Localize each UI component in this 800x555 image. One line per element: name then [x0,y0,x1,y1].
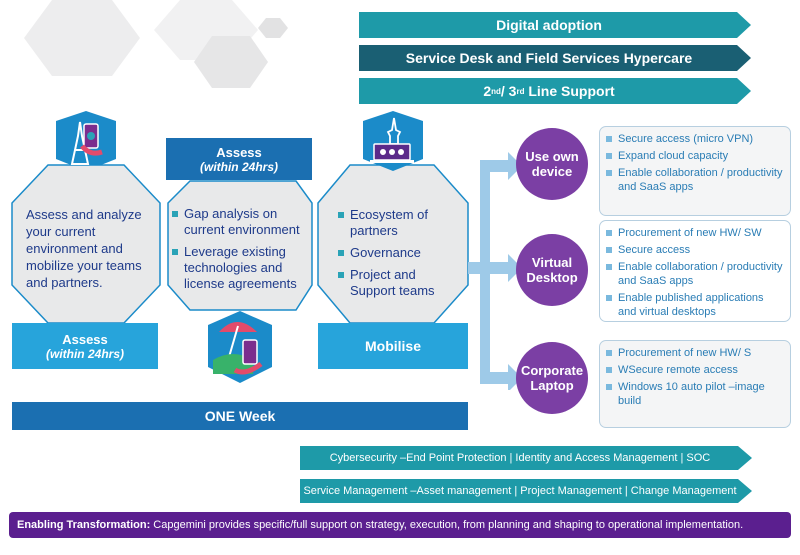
phase3-list: Ecosystem of partners Governance Project… [338,207,464,299]
info-item: Expand cloud capacity [606,149,784,163]
info-item: Enable collaboration / productivity and … [606,166,784,194]
phase1-text: Assess and analyze your current environm… [26,207,142,290]
option-use-own-device: Use own device [516,128,588,200]
beach-phone-icon [213,322,263,375]
one-week-bar: ONE Week [12,402,468,430]
footer-bar: Enabling Transformation: Capgemini provi… [9,512,791,538]
phase3-label: Mobilise [318,323,468,369]
liberty-laptop-icon [370,117,414,163]
branch-arrows [468,152,522,390]
footer-bold: Enabling Transformation: [17,519,151,531]
info-item: Enable collaboration / productivity and … [606,260,784,288]
info-item: Enable published applications and virtua… [606,291,784,319]
background-hexagons [24,0,288,88]
info-box-own-device: Secure access (micro VPN) Expand cloud c… [599,126,791,216]
info-item: Procurement of new HW/ S [606,346,784,360]
option-virtual-desktop: Virtual Desktop [516,234,588,306]
top-banner-arrows [359,12,751,104]
banner-digital-adoption: Digital adoption [496,17,602,33]
phase3-item: Governance [338,245,464,261]
banner-service-management: Service Management –Asset management | P… [303,485,737,497]
banner-cybersecurity: Cybersecurity –End Point Protection | Id… [329,452,711,464]
phase2-item: Gap analysis on current environment [172,206,312,238]
phase1-label: Assess (within 24hrs) [12,323,158,369]
phase3-item: Project and Support teams [338,267,464,299]
info-item: Secure access [606,243,784,257]
phase3-item: Ecosystem of partners [338,207,464,239]
eiffel-phone-icon [70,121,103,165]
banner-hypercare: Service Desk and Field Services Hypercar… [405,50,693,66]
phase2-header: Assess (within 24hrs) [166,138,312,180]
info-item: Secure access (micro VPN) [606,132,784,146]
phase2-item: Leverage existing technologies and licen… [172,244,312,292]
bottom-banner-arrows [300,446,752,503]
info-item: Windows 10 auto pilot –image build [606,380,784,408]
info-box-corporate-laptop: Procurement of new HW/ S WSecure remote … [599,340,791,428]
footer-text: Capgemini provides specific/full support… [150,519,744,531]
info-item: WSecure remote access [606,363,784,377]
phase2-list: Gap analysis on current environment Leve… [172,206,312,292]
info-item: Procurement of new HW/ SW [606,226,784,240]
option-corporate-laptop: Corporate Laptop [516,342,588,414]
info-box-virtual-desktop: Procurement of new HW/ SW Secure access … [599,220,791,322]
